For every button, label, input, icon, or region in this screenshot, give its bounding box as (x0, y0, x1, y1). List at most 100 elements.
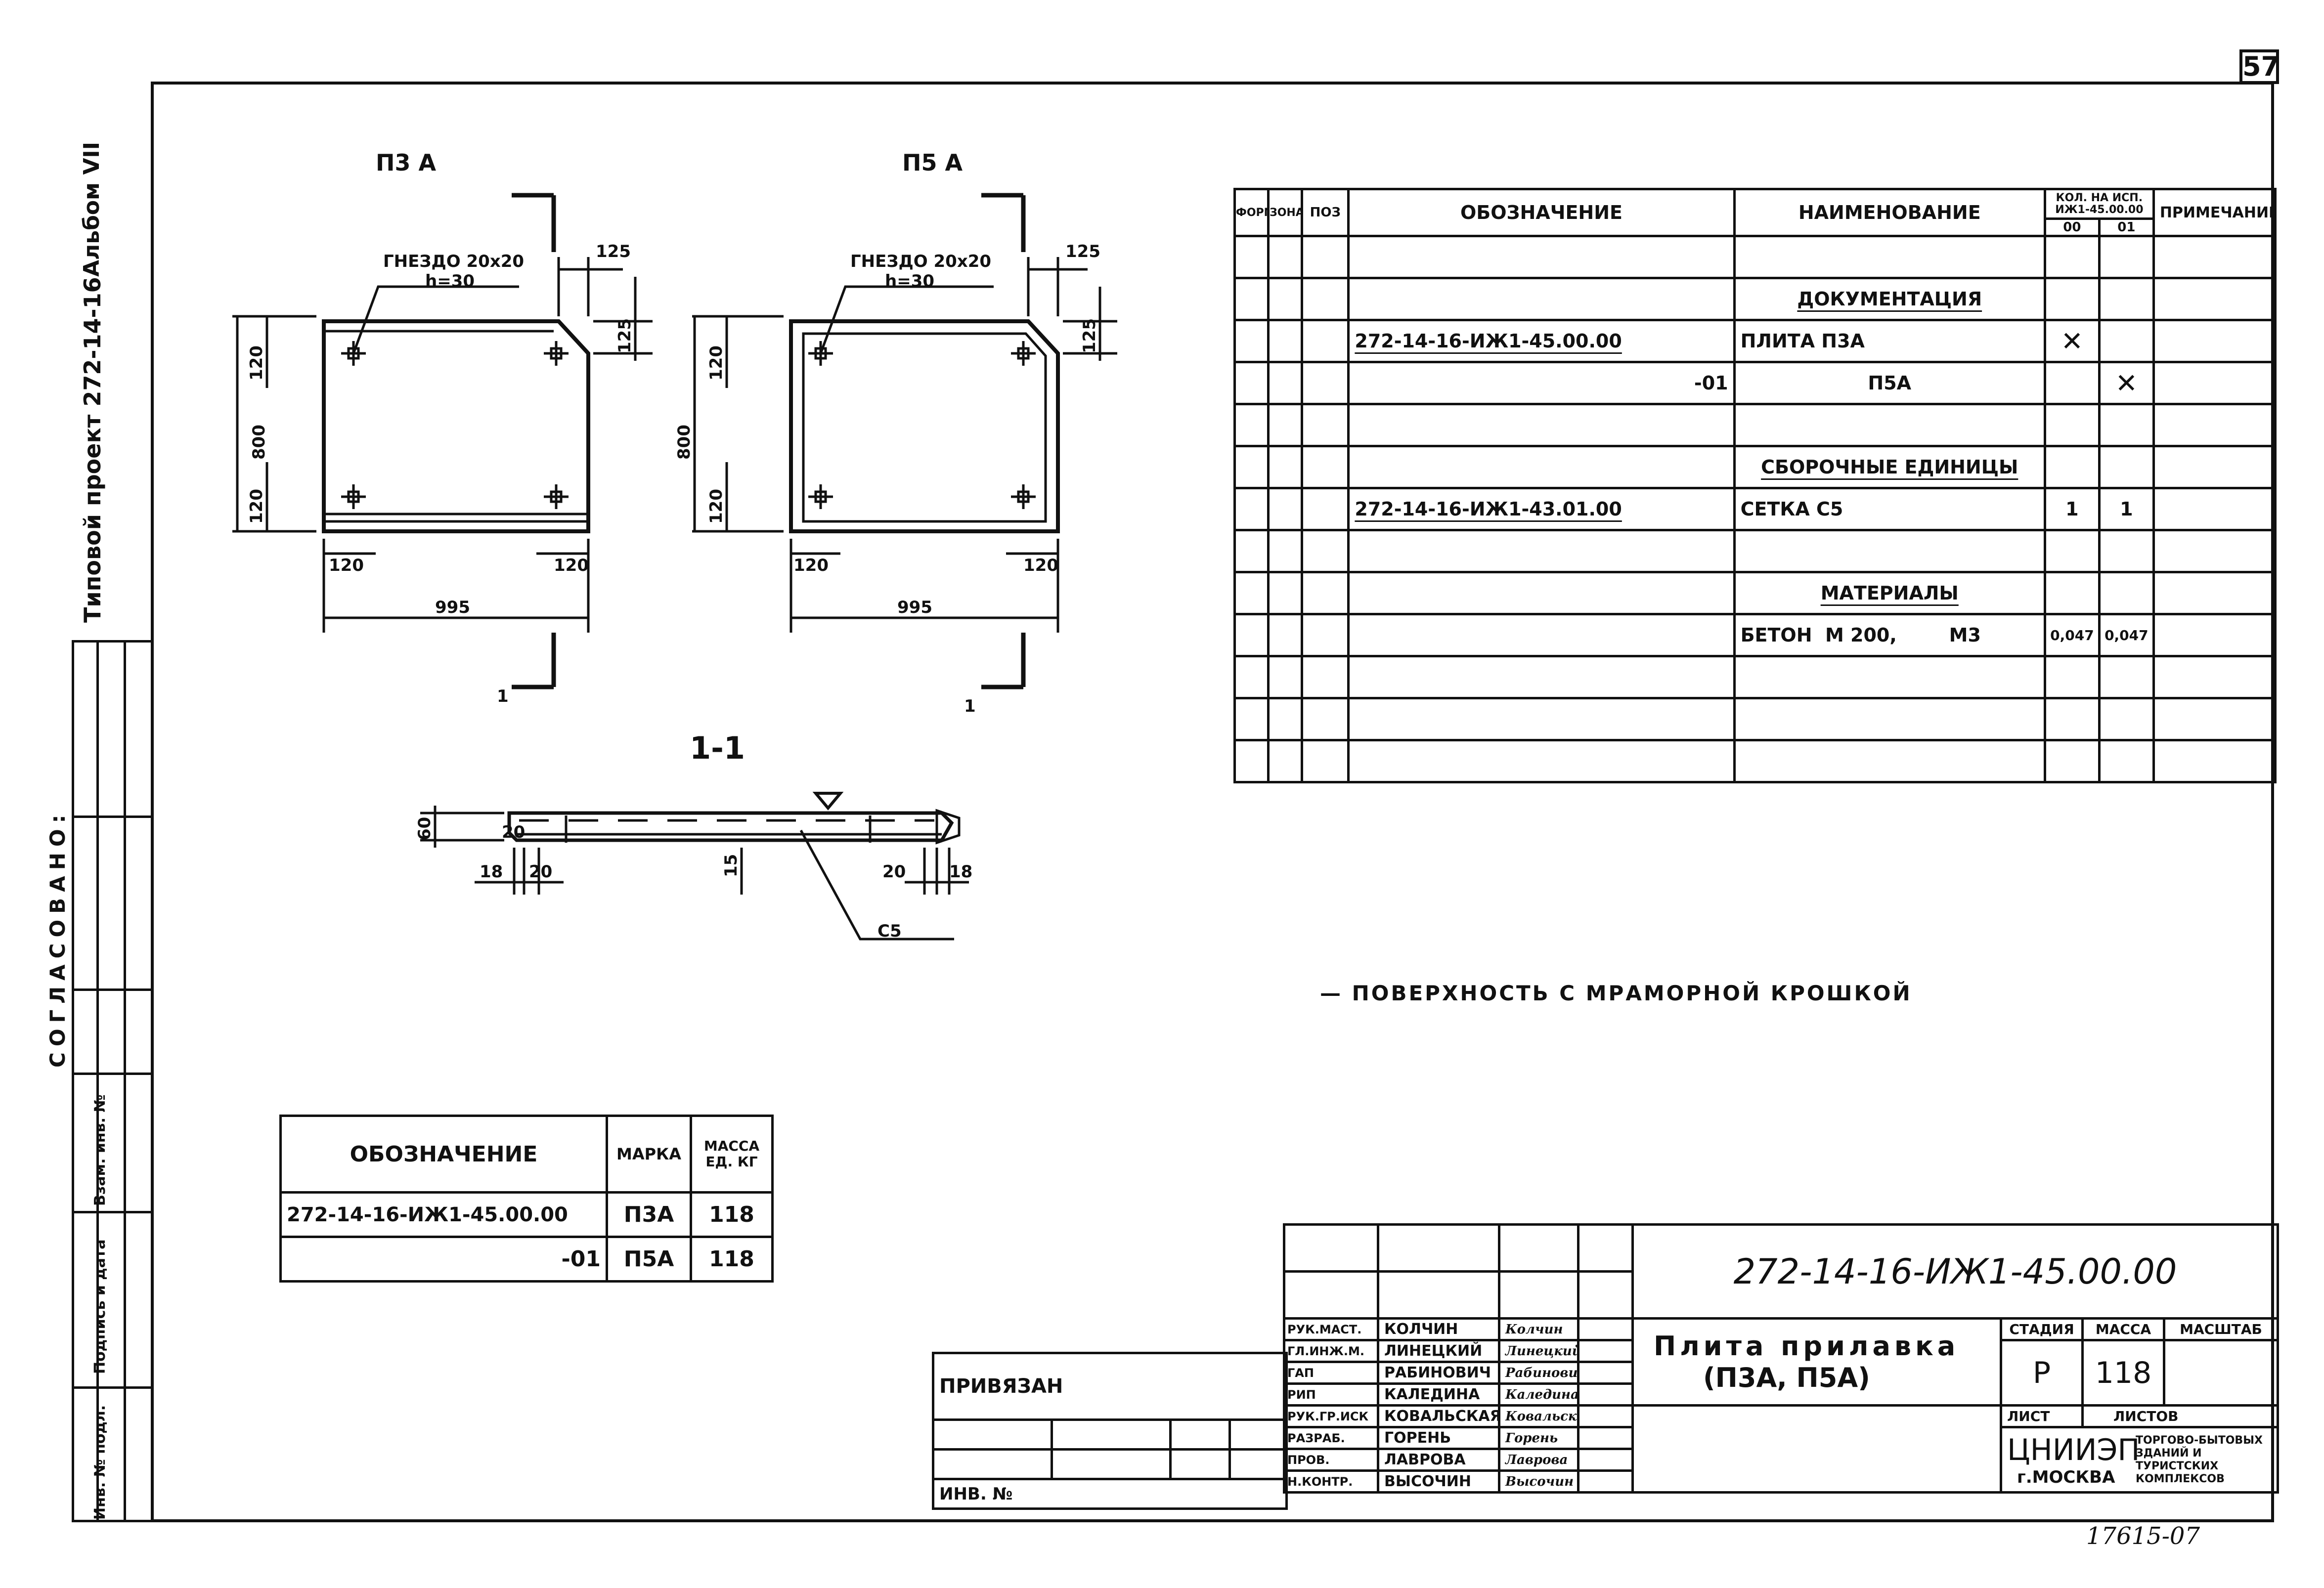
section-dim-20-left: 20 (502, 822, 525, 842)
p3a-dim-120-right: 120 (554, 556, 589, 575)
page-number: 57 (2242, 51, 2280, 82)
p5a-sockets (808, 341, 1036, 509)
staff-signature: Лаврова (1498, 1448, 1579, 1472)
staff-role: ПРОВ. (1283, 1448, 1379, 1472)
p3a-socket-depth: h=30 (425, 271, 475, 291)
inv-label: ИНВ. № (931, 1478, 1288, 1510)
mesh-label: С5 (877, 921, 902, 941)
p5a-dim-800: 800 (674, 425, 694, 460)
page-number-box: 57 (2239, 49, 2280, 84)
org-name: ЦНИИЭП (2007, 1432, 2140, 1467)
p3a-dim-120-bottom: 120 (247, 489, 266, 524)
p5a-title: П5 А (902, 149, 963, 176)
staff-name: ГОРЕНЬ (1377, 1426, 1500, 1450)
p3a-dim-800: 800 (249, 425, 269, 460)
stage-label: СТАДИЯ (2000, 1317, 2084, 1341)
staff-name: КОЛЧИН (1377, 1317, 1500, 1341)
table-row (1233, 697, 2277, 741)
p5a-dim-125-side: 125 (1080, 318, 1099, 353)
p3a-sockets (341, 341, 569, 509)
section-dim-18-left: 18 (480, 862, 503, 882)
table-row (1233, 403, 2277, 447)
product-title: Плита прилавка (П3А, П5А) (1631, 1317, 2002, 1407)
p3a-dim-125-top: 125 (596, 242, 631, 261)
col-01-header: 01 (2098, 217, 2155, 237)
section-dim-18-right: 18 (949, 862, 972, 882)
drawing-code: 272-14-16-ИЖ1-45.00.00 (1631, 1223, 2279, 1320)
p5a-dim-120-top: 120 (706, 345, 726, 381)
staff-signature: Рабинович (1498, 1361, 1579, 1385)
p5a-dim-120-right: 120 (1023, 556, 1058, 575)
col-designation-header: ОБОЗНАЧЕНИЕ (1347, 188, 1736, 237)
section-materials: МАТЕРИАЛЫ (1733, 571, 2046, 615)
inv-original-label: Инв. № подл. (91, 1405, 109, 1520)
plate-drawings: П3 А П5 А ГНЕЗДО 20x20 h=30 ГНЕЗДО 20x20… (232, 149, 1117, 941)
section-documentation: ДОКУМЕНТАЦИЯ (1733, 277, 2046, 321)
spec-table: ФОРМАТ ЗОНА ПОЗ ОБОЗНАЧЕНИЕ НАИМЕНОВАНИЕ… (1233, 188, 2277, 783)
p3a-socket-note: ГНЕЗДО 20x20 (383, 252, 524, 271)
p3a-dim-995: 995 (435, 598, 470, 617)
table-row: 272-14-16-ИЖ1-45.00.00 П3А 118 (279, 1191, 774, 1238)
scale-label: МАСШТАБ (2163, 1317, 2279, 1341)
col-note-header: ПРИМЕЧАНИЕ (2152, 188, 2277, 237)
stage-value: Р (2000, 1339, 2084, 1407)
table-row (1233, 655, 2277, 699)
staff-signature: Колчин (1498, 1317, 1579, 1341)
org-note: ТОРГОВО-БЫТОВЫХ ЗДАНИЙ И ТУРИСТСКИХ КОМП… (2136, 1434, 2263, 1485)
table-row: СБОРОЧНЫЕ ЕДИНИЦЫ (1233, 445, 2277, 489)
col-format-header: ФОРМАТ (1233, 188, 1270, 237)
staff-signature: Каледина (1498, 1382, 1579, 1407)
p3a-dim-120-top: 120 (247, 345, 266, 381)
mass-table: ОБОЗНАЧЕНИЕ МАРКА МАССА ЕД. КГ 272-14-16… (279, 1115, 774, 1283)
p5a-section-mark: 1 (964, 696, 976, 716)
title-block: 272-14-16-ИЖ1-45.00.00 РУК.МАСТ. КОЛЧИН … (1283, 1223, 2279, 1494)
staff-role: РУК.ГР.ИСК (1283, 1404, 1379, 1428)
staff-name: КАЛЕДИНА (1377, 1382, 1500, 1407)
section-dim-15: 15 (721, 854, 741, 877)
p5a-socket-note: ГНЕЗДО 20x20 (850, 252, 991, 271)
staff-name: ВЫСОЧИН (1377, 1469, 1500, 1494)
staff-role: ГАП (1283, 1361, 1379, 1385)
org-city: г.МОСКВА (2017, 1467, 2115, 1487)
sheet-label: ЛИСТ (2000, 1404, 2084, 1428)
surface-note: — ПОВЕРХНОСТЬ С МРАМОРНОЙ КРОШКОЙ (1320, 981, 1912, 1005)
staff-name: КОВАЛЬСКАЯ (1377, 1404, 1500, 1428)
p5a-dim-125-top: 125 (1065, 242, 1100, 261)
col-qty-header: КОЛ. НА ИСП.ИЖ1-45.00.00 (2043, 188, 2155, 220)
staff-name: ЛАВРОВА (1377, 1448, 1500, 1472)
table-row (1233, 529, 2277, 573)
col-zone-header: ЗОНА (1267, 188, 1304, 237)
staff-signature: Горень (1498, 1426, 1579, 1450)
margin-stamp (72, 640, 153, 1522)
table-row (1233, 235, 2277, 279)
section-dim-60: 60 (415, 817, 435, 840)
staff-signature: Линецкий (1498, 1339, 1579, 1363)
staff-name: ЛИНЕЦКИЙ (1377, 1339, 1500, 1363)
sheets-label: ЛИСТОВ (2081, 1404, 2279, 1428)
inv-substitution-label: Взам. инв. № (91, 1094, 109, 1206)
p5a-dim-120-bottom: 120 (706, 489, 726, 524)
mass-table-mass-header: МАССА ЕД. КГ (690, 1115, 774, 1194)
staff-role: Н.КОНТР. (1283, 1469, 1379, 1494)
section-dim-20-left-b: 20 (529, 862, 552, 882)
p5a-dim-995: 995 (897, 598, 932, 617)
staff-signature: Ковальская (1498, 1404, 1579, 1428)
table-row (1233, 739, 2277, 783)
p3a-outline (322, 319, 590, 533)
staff-role: РАЗРАБ. (1283, 1426, 1379, 1450)
col-name-header: НАИМЕНОВАНИЕ (1733, 188, 2046, 237)
section-title: 1-1 (690, 730, 745, 766)
staff-name: РАБИНОВИЧ (1377, 1361, 1500, 1385)
staff-role: РУК.МАСТ. (1283, 1317, 1379, 1341)
staff-role: ГЛ.ИНЖ.М. (1283, 1339, 1379, 1363)
tied-label: ПРИВЯЗАН (931, 1352, 1288, 1421)
p3a-dim-125-side: 125 (615, 318, 635, 353)
section-dim-20-right: 20 (882, 862, 906, 882)
col-pos-header: ПОЗ (1301, 188, 1350, 237)
p5a-outline (789, 319, 1060, 533)
footer-note: 17615-07 (2086, 1522, 2200, 1550)
section-outline (507, 811, 954, 842)
